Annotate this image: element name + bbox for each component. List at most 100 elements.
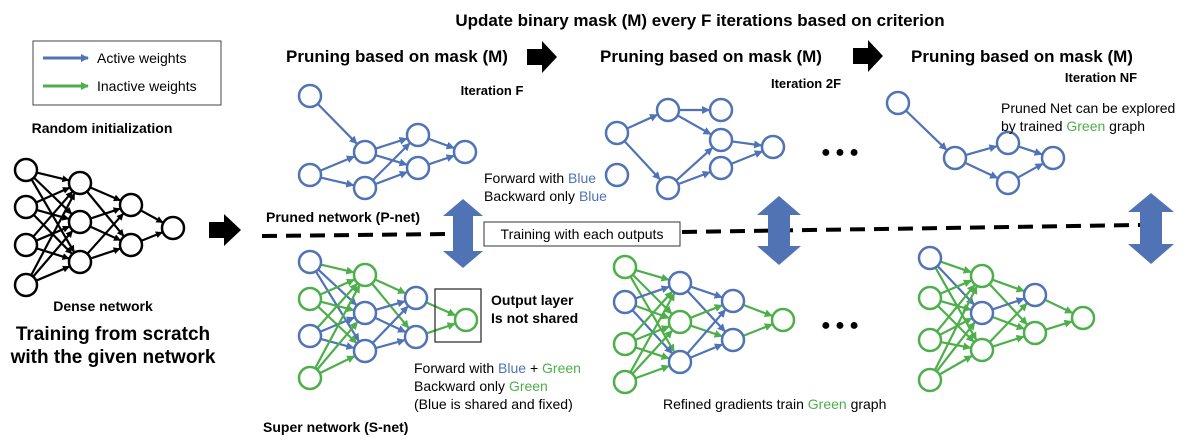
super-network-iteration-f-edge-19 — [426, 322, 456, 335]
super-network-iteration-f-node-3 — [297, 365, 323, 391]
dense-network-edge-12 — [89, 186, 121, 202]
pruned-network-iteration-f-edge-7 — [427, 137, 455, 150]
super-network-iteration-f-node-4 — [352, 262, 378, 288]
iteration-label-3: Iteration NF — [1065, 70, 1137, 85]
pruned-network-iteration-2f-edge-1 — [623, 140, 661, 180]
snet-backward-note: Backward only Green — [414, 378, 548, 394]
pruned-network-iteration-f-node-3 — [352, 175, 378, 201]
legend-box — [32, 40, 222, 106]
super-network-iteration-f-edge-12 — [374, 278, 406, 295]
super-network-iteration-nf-node-7 — [1022, 282, 1048, 308]
pnet-forward-note: Forward with Blue — [484, 170, 596, 186]
pnet-backward-note: Backward only Blue — [484, 188, 607, 204]
dense-network-edge-6 — [32, 191, 73, 238]
pruned-network-iteration-2f-edge-4 — [675, 147, 713, 182]
dense-network-edge-16 — [86, 213, 124, 255]
dense-network-edge-10 — [32, 230, 74, 278]
super-network-iteration-f-node-8 — [403, 324, 429, 350]
super-network-iteration-f-edge-11 — [319, 355, 356, 375]
super-network-iteration-f-edge-0 — [320, 263, 355, 275]
super-network-iteration-2f-node-3 — [612, 369, 638, 395]
super-network-iteration-f-node-6 — [352, 338, 378, 364]
super-network-iteration-f — [297, 249, 479, 391]
dense-network-edge-17 — [90, 247, 121, 260]
super-network-iteration-2f-node-1 — [612, 289, 638, 315]
ellipsis-top: ● ● ● — [821, 144, 859, 161]
super-network-iteration-f-node-7 — [403, 285, 429, 311]
super-network-iteration-f-edge-10 — [316, 321, 359, 371]
super-network-iteration-nf-edge-16 — [988, 302, 1028, 343]
super-network-iteration-f-edge-14 — [375, 299, 406, 311]
pruned-network-iteration-2f-node-4 — [708, 97, 734, 123]
pruned-network-iteration-2f-edge-0 — [626, 113, 658, 130]
pruned-network-iteration-f-edge-6 — [374, 170, 408, 186]
training-box — [483, 221, 681, 247]
stage-label-3: Pruning based on mask (M) — [911, 47, 1133, 66]
super-network-iteration-nf-edge-17 — [992, 334, 1025, 348]
stage-label-2: Pruning based on mask (M) — [600, 47, 822, 66]
super-network-iteration-nf-node-9 — [1070, 305, 1096, 331]
super-network-iteration-f-edge-6 — [316, 283, 358, 329]
dense-network — [13, 157, 186, 298]
dense-to-pnet-arrow — [209, 214, 241, 246]
super-network-iteration-nf-edge-10 — [935, 321, 976, 372]
super-network-iteration-f-node-2 — [297, 323, 323, 349]
dense-network-node-2 — [13, 232, 39, 258]
pruned-network-iteration-nf-node-1 — [942, 145, 968, 171]
pruned-network-iteration-f-node-5 — [405, 155, 431, 181]
super-network-iteration-2f-edge-14 — [689, 304, 723, 319]
super-network-iteration-2f-node-2 — [612, 331, 638, 357]
pnet-snet-separator — [261, 232, 449, 238]
pruned-network-iteration-2f-node-5 — [708, 127, 734, 153]
super-network-iteration-f-node-5 — [352, 300, 378, 326]
pruned-network-iteration-nf-edge-3 — [1018, 145, 1043, 156]
super-network-iteration-2f-edge-6 — [631, 291, 673, 337]
output-layer-box — [434, 288, 482, 343]
pruned-network-iteration-nf — [885, 90, 1066, 196]
super-network-iteration-2f-node-9 — [770, 307, 796, 333]
pruned-network-iteration-2f-edge-3 — [677, 114, 712, 136]
pruned-network-iteration-nf-edge-1 — [965, 144, 998, 157]
super-network-iteration-2f-node-5 — [667, 309, 693, 335]
super-network-iteration-2f-edge-10 — [631, 330, 673, 375]
pruned-network-iteration-nf-edge-2 — [964, 161, 999, 179]
training-box-label: Training with each outputs — [501, 226, 664, 242]
pruned-network-iteration-f-edge-0 — [316, 103, 358, 145]
snet-forward-note: Forward with Blue + Green — [414, 360, 581, 376]
super-network-iteration-nf-edge-0 — [940, 260, 972, 274]
iteration-label-1: Iteration F — [461, 83, 524, 98]
snet-label: Super network (S-net) — [263, 419, 408, 435]
iteration-label-2: Iteration 2F — [771, 76, 841, 91]
pruned-network-iteration-nf-edge-0 — [905, 109, 948, 151]
super-network-iteration-nf-node-0 — [917, 245, 943, 271]
super-network-iteration-2f-edge-3 — [635, 285, 670, 300]
dense-network-edge-18 — [140, 209, 164, 224]
super-network-iteration-2f-node-0 — [612, 254, 638, 280]
super-network-iteration-f-node-1 — [297, 286, 323, 312]
pruned-network-iteration-f-edge-3 — [375, 136, 408, 150]
super-network-iteration-nf-node-2 — [917, 327, 943, 353]
super-network-iteration-2f-edge-4 — [634, 304, 670, 320]
pruned-network-iteration-nf-node-2 — [995, 130, 1021, 156]
super-network-iteration-nf-edge-5 — [937, 305, 975, 343]
ellipsis-bottom: ● ● ● — [821, 317, 859, 334]
super-network-iteration-2f-edge-11 — [634, 364, 670, 380]
pruned-network-iteration-f-node-0 — [297, 83, 323, 109]
pruned-network-iteration-nf-node-4 — [1040, 145, 1066, 171]
super-network-iteration-f-edge-17 — [375, 338, 406, 350]
super-network-iteration-f-node-9 — [453, 307, 479, 333]
super-network-iteration-f-edge-7 — [319, 316, 355, 333]
dense-network-node-6 — [67, 249, 93, 275]
pnet-label: Pruned network (P-net) — [266, 209, 420, 225]
pruned-network-iteration-f-node-4 — [405, 122, 431, 148]
super-network-iteration-nf-edge-8 — [940, 340, 972, 351]
pruned-network-iteration-nf-node-3 — [995, 170, 1021, 196]
super-network-iteration-2f-edge-1 — [632, 274, 673, 315]
pruned-explore-line2: by trained Green graph — [1001, 118, 1145, 134]
super-network-iteration-nf-edge-1 — [936, 265, 975, 306]
dense-network-node-7 — [118, 192, 144, 218]
pruned-network-iteration-nf-edge-4 — [1017, 162, 1044, 179]
pruned-network-iteration-f-edge-2 — [320, 176, 355, 188]
super-network-iteration-nf-edge-14 — [992, 297, 1025, 311]
super-network-iteration-2f-edge-12 — [690, 285, 723, 299]
